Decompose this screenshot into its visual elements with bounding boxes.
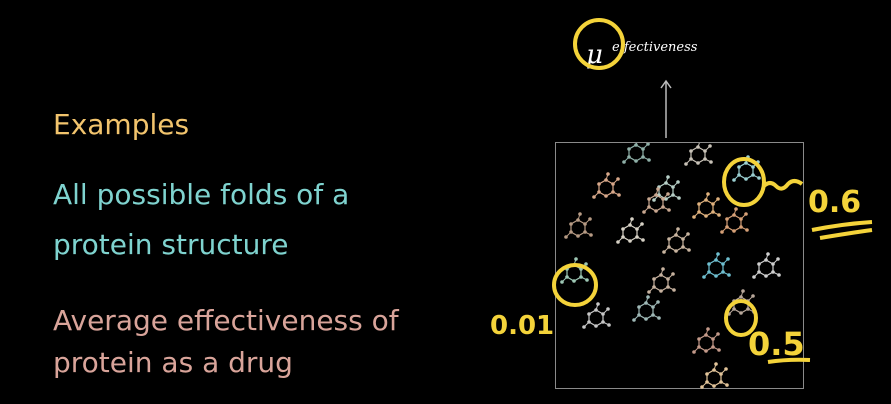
molecule-icon [632, 295, 661, 322]
up-arrow-icon [660, 79, 672, 138]
molecule-icon [642, 187, 671, 214]
example-2-line-2: protein as a drug [53, 346, 293, 379]
molecule-icon [732, 155, 761, 182]
molecule-icon [684, 139, 713, 166]
molecule-icon [652, 175, 681, 202]
value-annotation-bottom-right: 0.5 [748, 325, 805, 363]
example-1-line-2: protein structure [53, 228, 289, 261]
molecule-icon [720, 207, 749, 234]
molecule-icon [647, 267, 676, 294]
underline-bottom [767, 357, 811, 364]
molecule-circle-top-right [722, 157, 766, 207]
mu-subscript: e fectiveness [612, 40, 698, 55]
underline-top [811, 220, 873, 240]
molecule-icon [616, 217, 645, 244]
molecule-icon [692, 192, 721, 219]
example-2-line-1: Average effectiveness of [53, 304, 399, 337]
molecule-icon [700, 362, 729, 389]
connector-squiggle-top [762, 179, 804, 191]
molecule-icon [702, 252, 731, 279]
sample-space-box [555, 137, 804, 389]
mu-symbol: μ [586, 40, 603, 70]
molecule-icon [692, 327, 721, 354]
molecule-field [560, 137, 781, 389]
molecule-icon [662, 227, 691, 254]
examples-heading: Examples [53, 108, 190, 141]
molecule-circle-left [552, 263, 598, 307]
value-annotation-left: 0.01 [490, 311, 555, 341]
example-1-line-1: All possible folds of a [53, 178, 350, 211]
molecule-icon [582, 302, 611, 329]
value-annotation-top: 0.6 [808, 185, 862, 220]
molecule-icon [564, 212, 593, 239]
molecule-circle-bottom-right [724, 299, 758, 337]
molecule-icon [592, 172, 621, 199]
mu-circle-highlight [573, 18, 625, 70]
molecule-icon [752, 252, 781, 279]
